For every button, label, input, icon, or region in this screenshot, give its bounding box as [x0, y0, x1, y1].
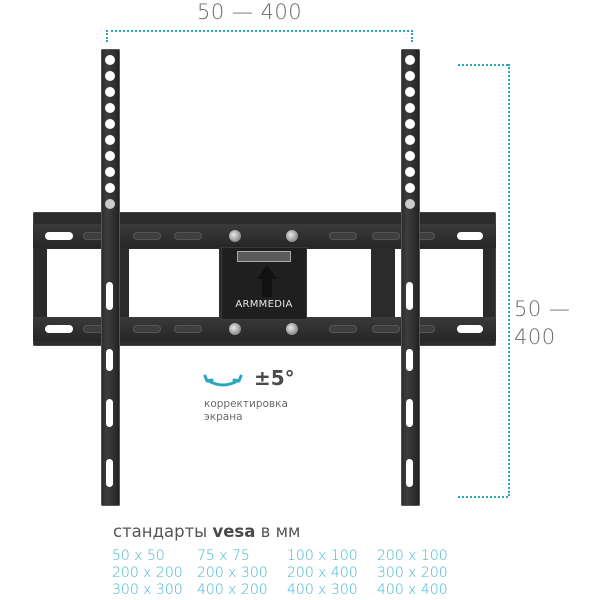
- hole: [405, 71, 415, 81]
- vesa-size: 75 x 75: [197, 548, 250, 564]
- vertical-dimension-label-line1: 50 —: [514, 297, 571, 321]
- slot: [174, 232, 202, 240]
- screw: [286, 230, 298, 242]
- slot: [406, 349, 413, 371]
- slot: [406, 459, 413, 487]
- vesa-size: 300 x 200: [377, 565, 448, 581]
- tilt-caption-line2: экрана: [204, 411, 243, 423]
- vertical-dimension-line: [508, 64, 510, 496]
- slot: [372, 232, 400, 240]
- frame-window: [47, 249, 103, 317]
- slot: [106, 349, 113, 371]
- hole: [405, 103, 415, 113]
- vesa-size: 200 x 400: [287, 565, 358, 581]
- screw: [286, 323, 298, 335]
- hole: [405, 167, 415, 177]
- hole: [105, 183, 115, 193]
- arrow-shaft: [262, 279, 272, 297]
- slot: [372, 325, 400, 333]
- center-plate: ARMMEDIA: [221, 247, 307, 320]
- slot: [174, 325, 202, 333]
- hole: [105, 167, 115, 177]
- vertical-dimension-label: 50 — 400: [514, 295, 570, 351]
- hole: [405, 151, 415, 161]
- right-vertical-rail: [401, 49, 420, 506]
- slot: [133, 325, 161, 333]
- slot: [329, 325, 357, 333]
- slot: [106, 399, 113, 427]
- vesa-size: 400 x 200: [197, 582, 268, 598]
- hole: [105, 87, 115, 97]
- hole: [405, 119, 415, 129]
- horizontal-dimension-label: 50 — 400: [197, 0, 303, 24]
- frame-window: [129, 249, 219, 317]
- slot: [133, 232, 161, 240]
- hole: [405, 199, 415, 209]
- vesa-size: 200 x 200: [112, 565, 183, 581]
- tilt-caption: корректировка экрана: [204, 398, 288, 424]
- hole: [105, 151, 115, 161]
- slot: [457, 325, 483, 333]
- horizontal-dimension-tick-left: [106, 30, 108, 42]
- slot: [457, 232, 483, 240]
- vesa-size: 400 x 300: [287, 582, 358, 598]
- vesa-size: 100 x 100: [287, 548, 358, 564]
- hole: [405, 135, 415, 145]
- vesa-standards-grid: 50 x 50 75 x 75 100 x 100 200 x 100 200 …: [112, 548, 457, 599]
- hole: [405, 55, 415, 65]
- vertical-dimension-label-line2: 400: [514, 325, 556, 349]
- horizontal-dimension-tick-right: [411, 30, 413, 42]
- arrow-up-icon: [257, 265, 277, 279]
- slot: [83, 232, 105, 240]
- hole: [405, 87, 415, 97]
- hole: [105, 199, 115, 209]
- label-sticker: [237, 251, 291, 262]
- slot: [45, 232, 73, 240]
- screw: [229, 323, 241, 335]
- vesa-size: 200 x 100: [377, 548, 448, 564]
- slot: [413, 325, 435, 333]
- hole: [105, 71, 115, 81]
- vesa-title-prefix: стандарты: [113, 522, 208, 541]
- vertical-dimension-tick-bottom: [458, 496, 508, 498]
- hole: [105, 103, 115, 113]
- vesa-size: 400 x 400: [377, 582, 448, 598]
- hole: [105, 135, 115, 145]
- left-vertical-rail: [101, 49, 120, 506]
- slot: [413, 232, 435, 240]
- slot: [45, 325, 73, 333]
- vesa-title-suffix: в мм: [260, 522, 301, 541]
- slot: [106, 282, 113, 310]
- vesa-size: 50 x 50: [112, 548, 165, 564]
- horizontal-dimension-line: [106, 30, 413, 32]
- hole: [405, 183, 415, 193]
- vesa-title: стандарты vesa в мм: [113, 522, 301, 541]
- slot: [329, 232, 357, 240]
- tilt-value: ±5°: [254, 366, 295, 390]
- vesa-size: 200 x 300: [197, 565, 268, 581]
- double-arrow-rotate-icon: [203, 373, 243, 391]
- hole: [105, 55, 115, 65]
- vertical-dimension-tick-top: [458, 64, 508, 66]
- slot: [83, 325, 105, 333]
- hole: [105, 119, 115, 129]
- slot: [106, 459, 113, 487]
- vesa-size: 300 x 300: [112, 582, 183, 598]
- slot: [406, 282, 413, 310]
- vesa-title-bold: vesa: [212, 522, 256, 541]
- screw: [229, 230, 241, 242]
- slot: [406, 399, 413, 427]
- tilt-caption-line1: корректировка: [204, 398, 288, 410]
- brand-logo: ARMMEDIA: [235, 299, 293, 310]
